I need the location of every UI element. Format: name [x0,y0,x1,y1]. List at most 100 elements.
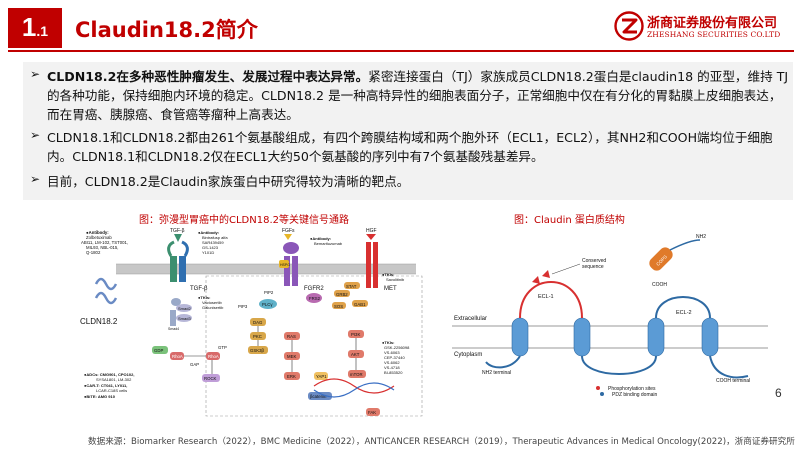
svg-text:BI-853520: BI-853520 [384,370,403,375]
label-cooh-terminal: COOH terminal [716,378,750,384]
svg-text:GSK-2256098: GSK-2256098 [384,345,410,350]
page-title: Claudin18.2简介 [75,18,258,42]
bullet-item: ➢ CLDN18.2在多种恶性肿瘤发生、发展过程中表达异常。紧密连接蛋白（TJ）… [30,67,790,124]
label-cooh-top: COOH [652,282,667,288]
svg-text:●Antibody:: ●Antibody: [198,230,219,235]
label-cytoplasm: Cytoplasm [454,352,482,358]
tgf-beta-receptor: TGF-β TGF-β [167,228,208,292]
svg-text:MEK: MEK [287,354,296,359]
svg-text:HGF: HGF [366,228,377,234]
svg-text:Q-1802: Q-1802 [86,250,101,255]
svg-text:GTP: GTP [218,345,227,350]
antibody-list-tgf: ●Antibody: Bintrafusp alfa SAR439459 GS-… [198,230,228,255]
svg-text:●ADCs: CMG901, CPO102,: ●ADCs: CMG901, CPO102, [84,372,134,377]
cldn182-receptor: CLDN18.2 [80,277,118,326]
bullet-arrow-icon: ➢ [30,172,41,186]
svg-text:DAG: DAG [253,320,263,325]
svg-text:PKC: PKC [253,334,262,339]
bullet-arrow-icon: ➢ [30,128,41,142]
bullet-item: ➢ 目前，CLDN18.2是Claudin家族蛋白中研究得较为清晰的靶点。 [30,172,790,191]
svg-text:Smad2: Smad2 [178,306,191,311]
svg-text:FAK: FAK [368,410,376,415]
header-divider [8,50,794,52]
svg-text:SYSA1801, LM-302: SYSA1801, LM-302 [96,377,132,382]
company-logo: 浙商证券股份有限公司 ZHESHANG SECURITIES CO.LTD [614,9,796,43]
svg-text:GSK3β: GSK3β [250,348,264,353]
label-nh2-top: NH2 [696,234,706,240]
svg-text:RhoA: RhoA [208,354,219,359]
signaling-pathway-figure: CLDN18.2 ●Antibody: Zolbetuximab ABI11, … [80,228,423,417]
svg-text:VS-6062: VS-6062 [384,360,400,365]
svg-text:Vactosertib: Vactosertib [202,300,222,305]
smad-complex: Smad2 Smad3 Smad4 [168,298,192,331]
cell-membrane [116,264,416,274]
company-name-cn: 浙商证券股份有限公司 [647,16,778,31]
svg-text:STAT: STAT [346,284,357,289]
svg-text:MIL93, NBL-015,: MIL93, NBL-015, [86,245,118,250]
svg-text:Bemarituzumab: Bemarituzumab [314,241,343,246]
svg-text:●BiTE: AMG 910: ●BiTE: AMG 910 [84,394,116,399]
svg-text:PLCγ: PLCγ [262,302,273,307]
data-source: 数据来源：Biomarker Research（2022），BMC Medici… [88,437,795,447]
svg-text:Smad3: Smad3 [178,316,191,321]
svg-text:mTOR: mTOR [350,372,363,377]
svg-text:Smad4: Smad4 [168,327,179,331]
svg-text:βcatenin: βcatenin [310,394,327,399]
met-receptor: HGF MET [366,228,397,292]
figure2-title: 图：Claudin 蛋白质结构 [514,215,625,226]
figure1-title: 图：弥漫型胃癌中的CLDN18.2等关键信号通路 [139,215,349,226]
svg-text:GDP: GDP [154,348,163,353]
svg-text:ABI11, LM-102, TST001,: ABI11, LM-102, TST001, [81,240,128,245]
svg-text:FRS2: FRS2 [309,296,321,301]
svg-text:TGF-β: TGF-β [190,286,208,292]
svg-text:GAP: GAP [190,362,199,367]
svg-text:SAR439459: SAR439459 [202,240,224,245]
svg-text:CEP-37440: CEP-37440 [384,355,405,360]
label-pdz: PDZ binding domain [612,392,658,398]
svg-text:HSPG: HSPG [280,263,290,267]
label-ecl1: ECL-1 [538,294,554,300]
svg-text:Savolitinib: Savolitinib [386,277,405,282]
svg-text:YAP1: YAP1 [316,374,327,379]
svg-text:●CAR-T: CT041, LY011,: ●CAR-T: CT041, LY011, [84,383,127,388]
svg-text:●TKIs:: ●TKIs: [382,340,394,345]
svg-text:AKT: AKT [351,352,360,357]
section-badge: 1.1 [8,8,62,48]
svg-text:Galunisertib: Galunisertib [202,305,224,310]
svg-text:●Antibody:: ●Antibody: [86,230,109,235]
bullet-text: 目前，CLDN18.2是Claudin家族蛋白中研究得较为清晰的靶点。 [47,174,410,189]
svg-text:LCAR-C18S cells: LCAR-C18S cells [96,388,127,393]
bullet-lead: CLDN18.2在多种恶性肿瘤发生、发展过程中表达异常。 [47,69,369,84]
transmembrane-domains [511,317,719,357]
rho-pathway: GDP RhoA RhoA GTP GAP ROCK [152,345,227,382]
antibody-list-left: ●Antibody: Zolbetuximab ABI11, LM-102, T… [81,230,128,255]
label-nh2-terminal: NH2 terminal [482,370,511,376]
section-sub-number: .1 [36,23,49,39]
svg-text:Bintrafusp alfa: Bintrafusp alfa [202,235,228,240]
svg-text:GRB2: GRB2 [336,292,348,297]
fgfr2-receptor: FGFs HSPG FGFR2 [279,228,324,292]
pathway-nodes: PIP3 PIP2 PLCγ DAG PKC GSK3β FRS2 GRB2 S… [238,282,380,416]
bullet-item: ➢ CLDN18.1和CLDN18.2都由261个氨基酸组成，有四个跨膜结构域和… [30,128,790,166]
label-extracellular: Extracellular [454,316,487,322]
antibody-list-fgf: ●Antibody: Bemarituzumab [310,236,343,246]
label-ecl2: ECL-2 [676,310,692,316]
svg-text:VS-6063: VS-6063 [384,350,400,355]
svg-text:PIP2: PIP2 [264,290,274,295]
label-cldn182: CLDN18.2 [80,317,118,326]
tki-list-met: ●TKIs: Savolitinib [382,272,405,282]
svg-text:RhoA: RhoA [172,354,183,359]
tki-list-tgf: ●TKIs: Vactosertib Galunisertib [198,295,224,310]
svg-text:PIP3: PIP3 [238,304,248,309]
svg-text:●TKIs:: ●TKIs: [382,272,394,277]
svg-text:VS-4718: VS-4718 [384,365,400,370]
company-logo-icon [614,11,644,41]
svg-text:GAB1: GAB1 [354,302,366,307]
summary-box: ➢ CLDN18.2在多种恶性肿瘤发生、发展过程中表达异常。紧密连接蛋白（TJ）… [23,62,793,200]
bullet-text: 紧密连接蛋白（TJ）家族成员CLDN18.2蛋白是claudin18 的亚型，维… [47,69,789,122]
section-number: 1 [21,12,37,42]
svg-text:FGFs: FGFs [282,228,295,234]
label-phospho: Phosphorylation sites [608,386,656,392]
